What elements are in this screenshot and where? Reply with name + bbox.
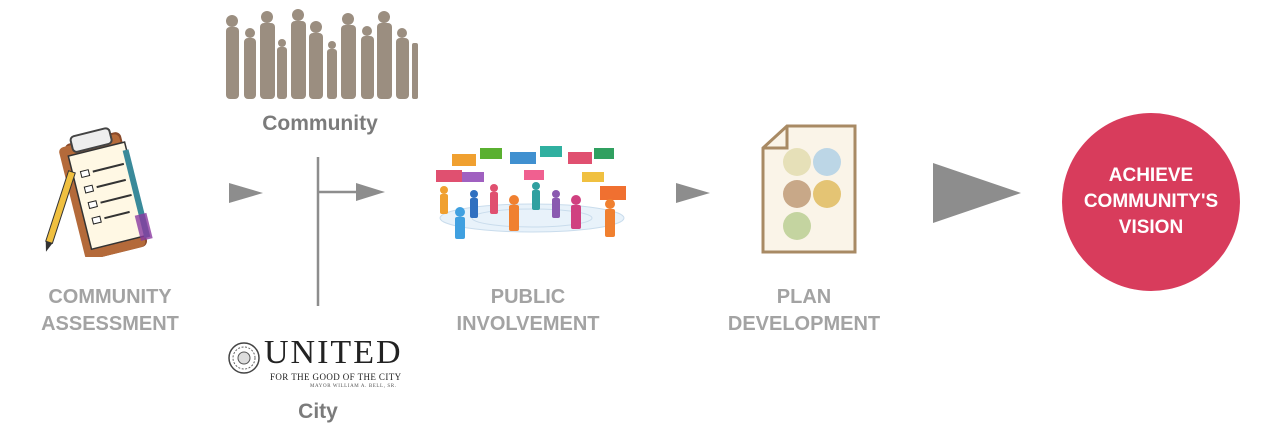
step-community-assessment-label: COMMUNITY ASSESSMENT: [41, 286, 179, 335]
plan-document-icon: [761, 124, 857, 254]
goal-circle: ACHIEVE COMMUNITY'S VISION: [1062, 113, 1240, 291]
united-mayor-line: MAYOR WILLIAM A. BELL, SR.: [310, 384, 397, 389]
step-public-involvement-label: PUBLIC INVOLVEMENT: [456, 286, 600, 335]
social-network-people-icon: [436, 146, 626, 239]
arrow-right-icon: [676, 183, 710, 203]
clipboard-icon: [45, 127, 153, 257]
arrow-right-icon: [229, 183, 263, 203]
united-logo: UNITED FOR THE GOOD OF THE CITY MAYOR WI…: [228, 334, 412, 394]
step-plan-development-label: PLAN DEVELOPMENT: [727, 286, 881, 335]
crowd-silhouette-icon: [226, 9, 418, 99]
united-wordmark: UNITED: [264, 334, 403, 371]
city-label: City: [298, 400, 338, 423]
large-arrow-right-icon: [933, 163, 1021, 223]
united-seal-icon: [228, 342, 260, 374]
united-tagline: FOR THE GOOD OF THE CITY: [270, 372, 402, 382]
community-label: Community: [262, 112, 378, 135]
